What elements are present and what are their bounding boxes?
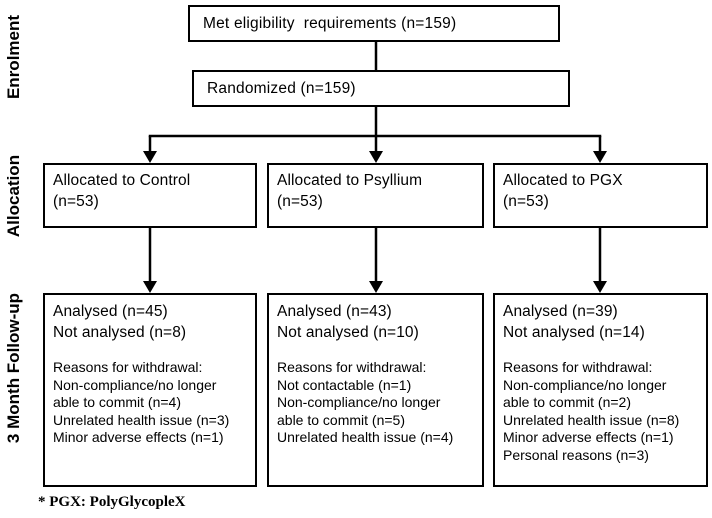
withdrawal-reason-line: Minor adverse effects (n=1)	[503, 429, 674, 445]
eligibility-box: Met eligibility requirements (n=159)	[188, 5, 560, 42]
not-analysed-count: Not analysed (n=8)	[53, 324, 187, 341]
withdrawal-reason-line: able to commit (n=5)	[277, 411, 405, 428]
withdrawal-reasons: Reasons for withdrawal: Non-compliance/n…	[503, 359, 698, 464]
analysed-count: Analysed (n=39)	[503, 303, 618, 320]
not-analysed-count: Not analysed (n=10)	[277, 324, 419, 341]
arrowhead-pgx-followup	[593, 281, 607, 293]
withdrawal-reasons-heading: Reasons for withdrawal:	[53, 359, 203, 375]
followup-box-control: Analysed (n=45) Not analysed (n=8) Reaso…	[43, 293, 257, 487]
stage-label-allocation: Allocation	[4, 154, 23, 238]
arrowhead-psyllium	[369, 151, 383, 163]
withdrawal-reasons: Reasons for withdrawal: Non-compliance/n…	[53, 359, 247, 447]
stage-label-followup: 3 Month Follow-up	[4, 292, 23, 444]
withdrawal-reasons: Reasons for withdrawal: Not contactable …	[277, 359, 474, 447]
withdrawal-reason-line: able to commit (n=4)	[53, 394, 181, 410]
arrowhead-pgx	[593, 151, 607, 163]
withdrawal-reason-line: Non-compliance/no longer	[277, 394, 441, 410]
arrowhead-control-followup	[143, 281, 157, 293]
allocation-box-control: Allocated to Control (n=53)	[43, 163, 257, 228]
not-analysed-count: Not analysed (n=14)	[503, 324, 645, 341]
withdrawal-reason-line: able to commit (n=2)	[503, 394, 631, 410]
arrowhead-control	[143, 151, 157, 163]
withdrawal-reason-line: Not contactable (n=1)	[277, 376, 412, 393]
followup-box-psyllium: Analysed (n=43) Not analysed (n=10) Reas…	[267, 293, 484, 487]
allocation-count: (n=53)	[503, 193, 549, 210]
followup-box-pgx: Analysed (n=39) Not analysed (n=14) Reas…	[493, 293, 708, 487]
withdrawal-reasons-heading: Reasons for withdrawal:	[277, 359, 427, 375]
allocation-count: (n=53)	[53, 193, 99, 210]
allocation-title: Allocated to Psyllium	[277, 172, 423, 189]
allocation-title: Allocated to Control	[53, 172, 191, 189]
allocation-count: (n=53)	[277, 193, 323, 210]
allocation-box-psyllium: Allocated to Psyllium (n=53)	[267, 163, 484, 228]
allocation-title: Allocated to PGX	[503, 172, 623, 189]
withdrawal-reason-line: Non-compliance/no longer	[503, 376, 667, 393]
withdrawal-reason-line: Unrelated health issue (n=4)	[277, 429, 454, 445]
withdrawal-reason-line: Unrelated health issue (n=3)	[53, 411, 230, 428]
analysed-count: Analysed (n=43)	[277, 303, 392, 320]
analysed-count: Analysed (n=45)	[53, 303, 168, 320]
withdrawal-reason-line: Minor adverse effects (n=1)	[53, 429, 224, 445]
allocation-box-pgx: Allocated to PGX (n=53)	[493, 163, 708, 228]
withdrawal-reason-line: Unrelated health issue (n=8)	[503, 411, 680, 428]
withdrawal-reason-line: Non-compliance/no longer	[53, 376, 217, 393]
withdrawal-reason-line: Personal reasons (n=3)	[503, 446, 649, 463]
withdrawal-reasons-heading: Reasons for withdrawal:	[503, 359, 653, 375]
arrowhead-psyllium-followup	[369, 281, 383, 293]
randomized-box: Randomized (n=159)	[192, 70, 570, 107]
pgx-footnote: * PGX: PolyGlycopleX	[38, 494, 186, 510]
